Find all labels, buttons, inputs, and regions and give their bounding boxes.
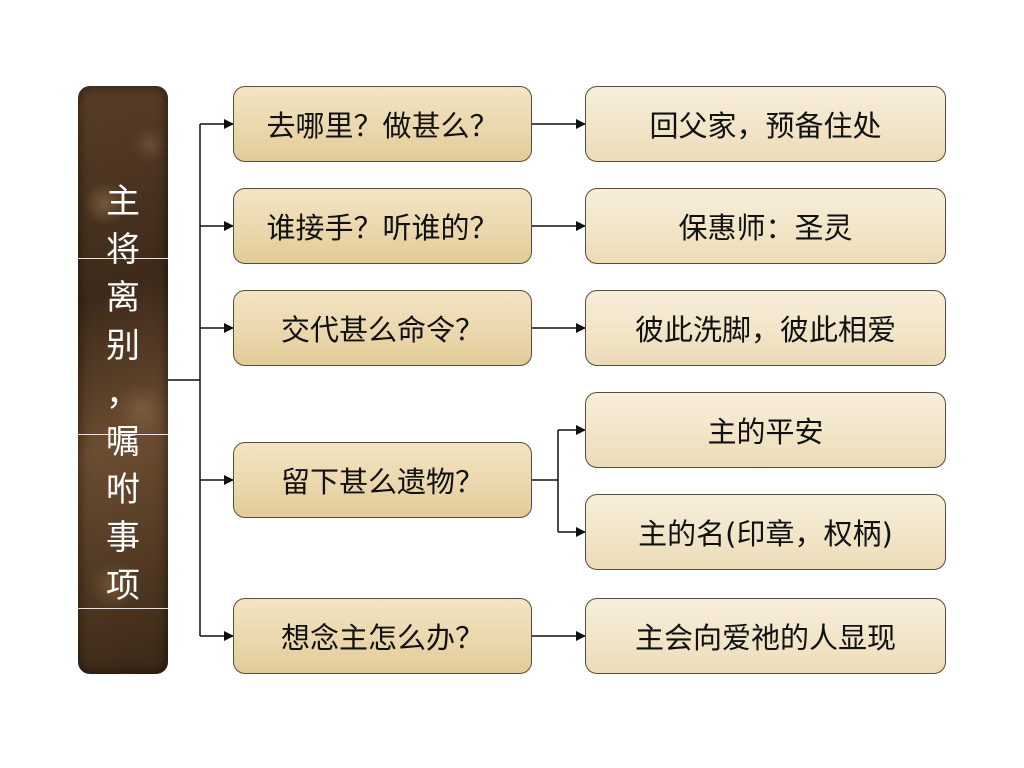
question-box-command: 交代甚么命令？ [233,290,532,366]
answer-text: 彼此洗脚，彼此相爱 [634,313,896,347]
question-box-missing-lord: 想念主怎么办？ [233,598,532,674]
question-text: 去哪里？做甚么？ [266,109,499,143]
root-topic-text: 主 将 离 别 ， 嘱 咐 事 项 [78,178,168,610]
answer-box: 回父家，预备住处 [585,86,946,162]
question-text: 谁接手？听谁的？ [266,211,499,245]
root-char: 事 [106,518,140,558]
root-char: 嘱 [106,422,140,462]
root-divider-line [78,608,168,609]
root-char: ， [106,374,140,414]
root-divider-line [78,434,168,435]
question-box-successor: 谁接手？听谁的？ [233,188,532,264]
question-text: 留下甚么遗物？ [280,465,484,499]
root-char: 将 [106,230,140,270]
root-char: 项 [106,566,140,606]
answer-box: 主会向爱祂的人显现 [585,598,946,674]
answer-text: 主的平安 [707,415,824,449]
root-char: 咐 [106,470,140,510]
question-box-legacy: 留下甚么遗物？ [233,442,532,518]
root-char: 别 [106,326,140,366]
answer-box: 保惠师：圣灵 [585,188,946,264]
answer-box: 主的平安 [585,392,946,468]
root-topic-box: 主 将 离 别 ， 嘱 咐 事 项 [78,86,168,674]
answer-box: 主的名(印章，权柄) [585,494,946,570]
question-text: 交代甚么命令？ [280,313,484,347]
answer-box: 彼此洗脚，彼此相爱 [585,290,946,366]
root-divider-line [78,258,168,259]
answer-text: 主的名(印章，权柄) [638,517,893,551]
root-char: 离 [106,278,140,318]
answer-text: 保惠师：圣灵 [678,211,853,245]
answer-text: 回父家，预备住处 [649,109,882,143]
question-box-destination: 去哪里？做甚么？ [233,86,532,162]
root-char: 主 [106,182,140,222]
question-text: 想念主怎么办？ [280,621,484,655]
answer-text: 主会向爱祂的人显现 [634,621,896,655]
